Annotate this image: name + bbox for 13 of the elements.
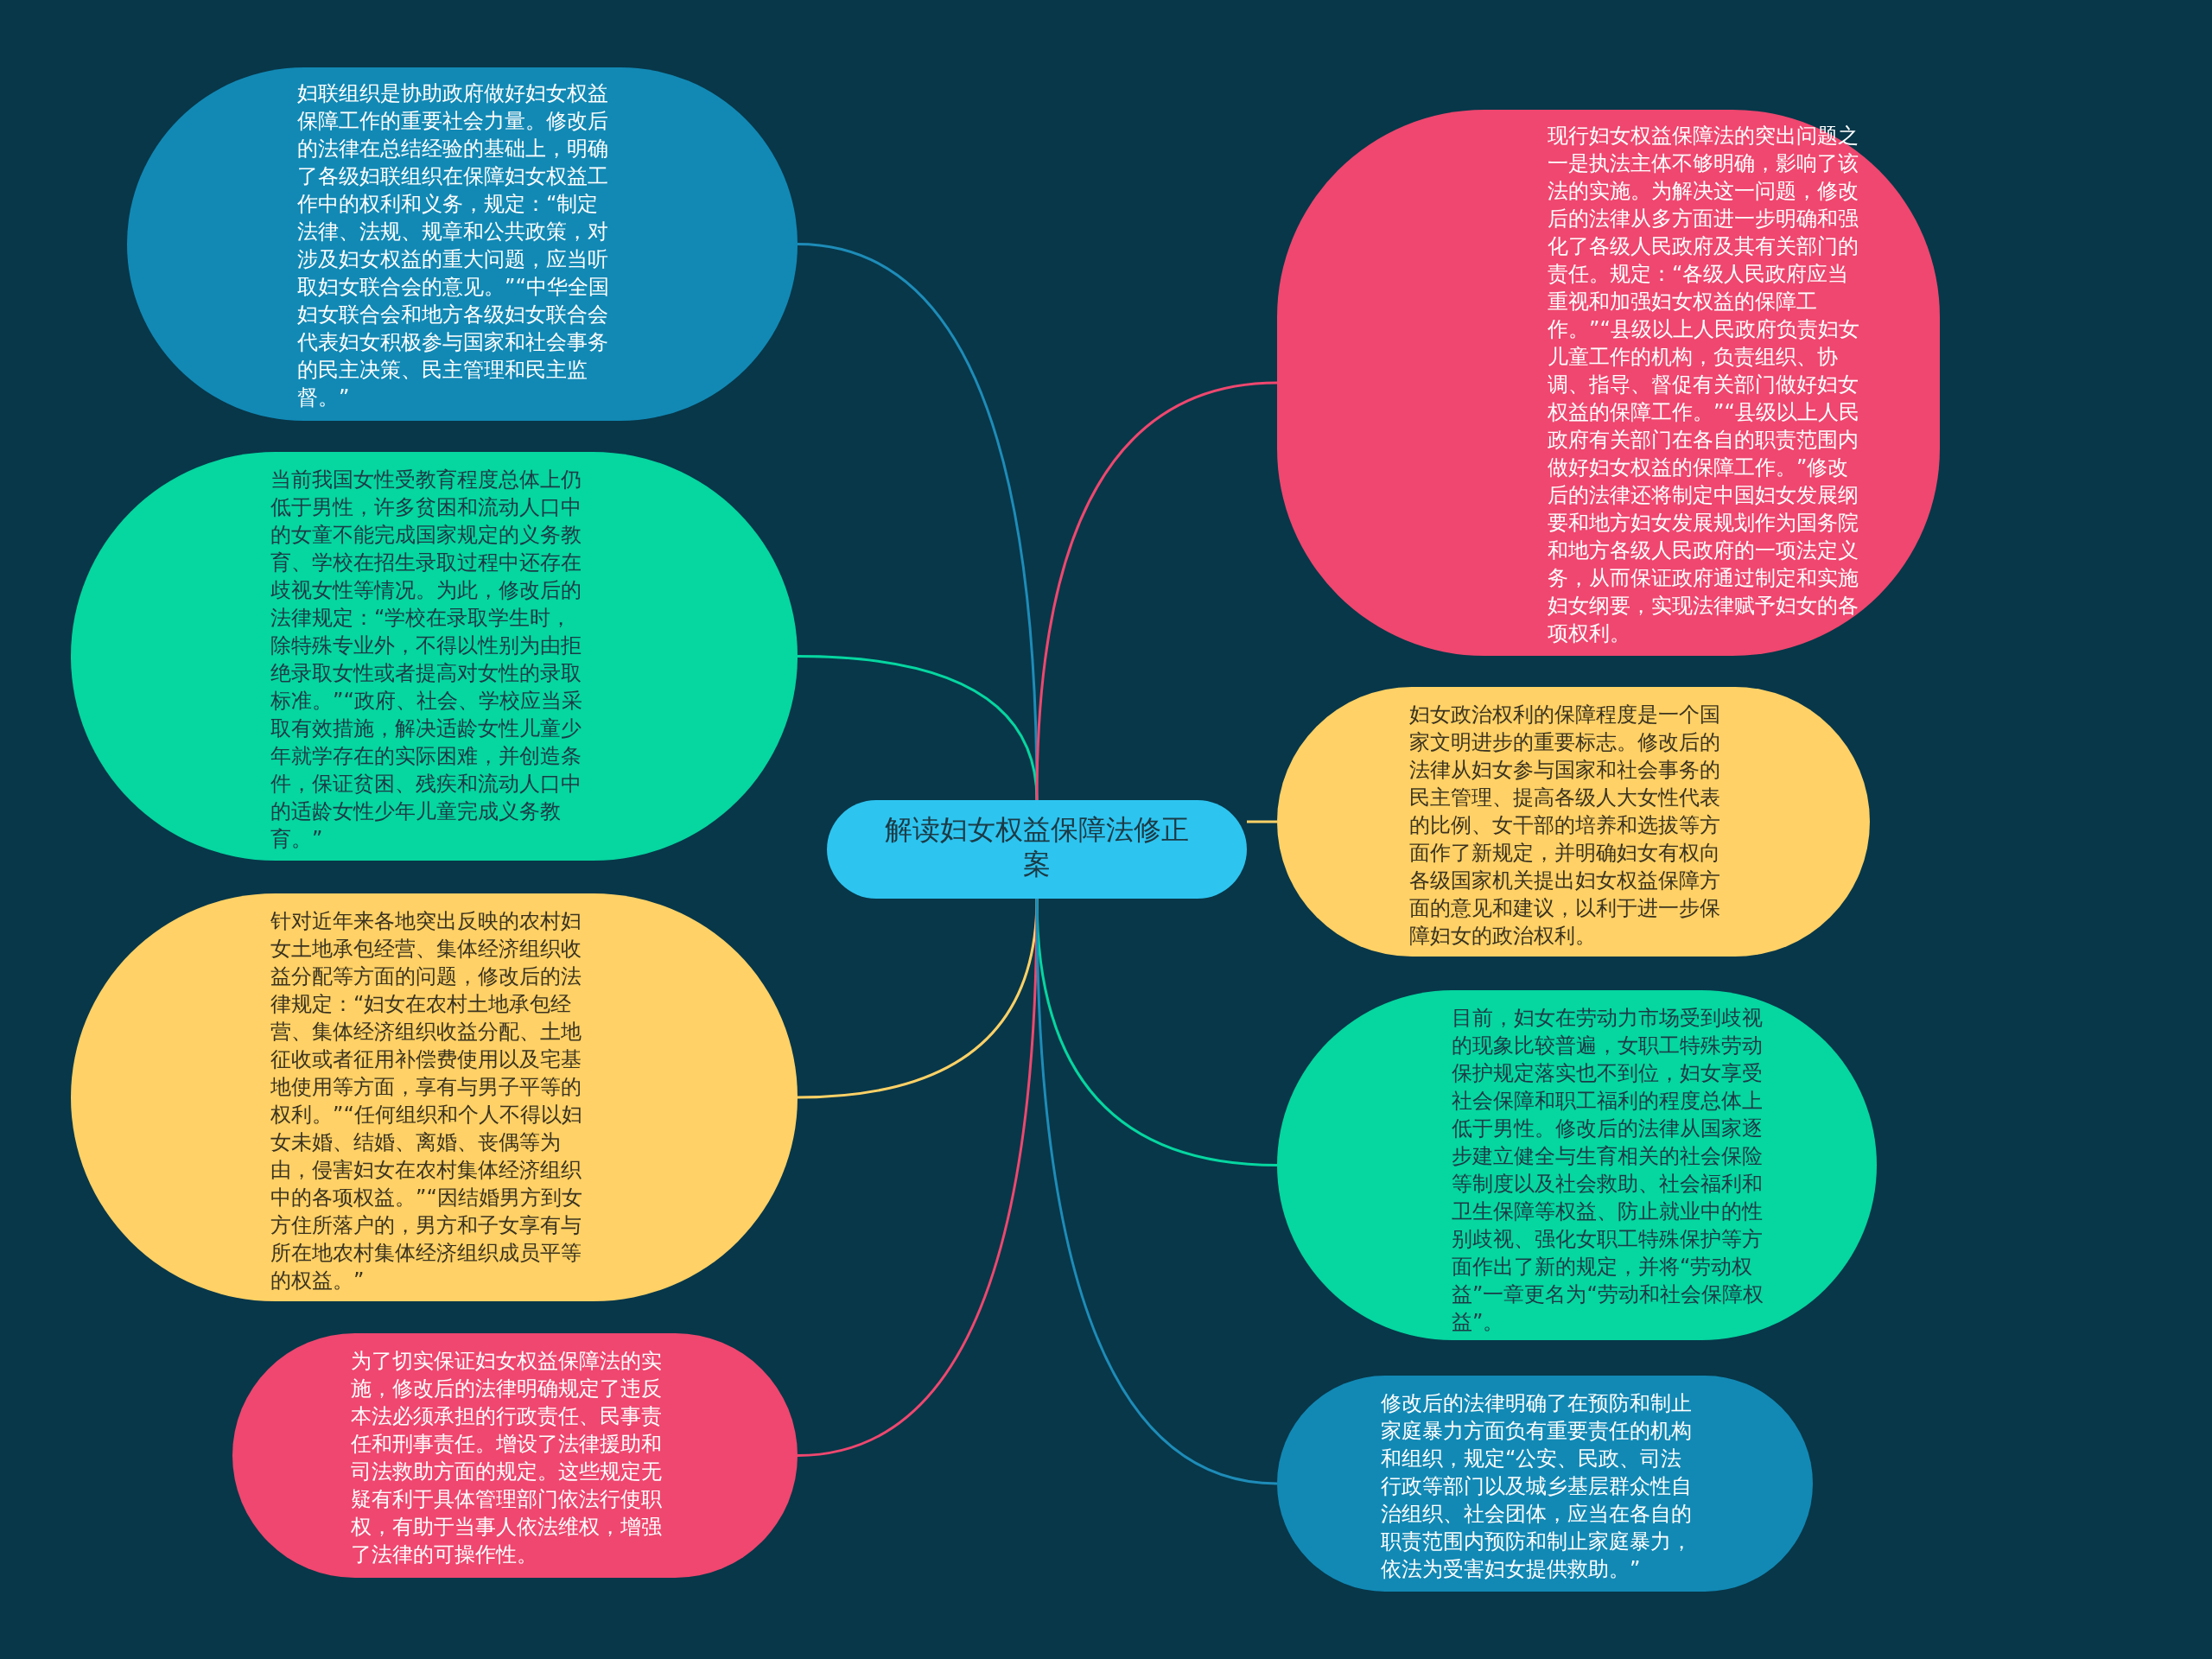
topic-bubble: 修改后的法律明确了在预防和制止家庭暴力方面负有重要责任的机构和组织，规定“公安、民政、司法行政等部门以及城乡基层群众性自治组织、社会团体，应当在各自的职责范围内预防和制止家庭暴力，依法为受害妇女提供救助。” (1277, 1376, 1813, 1592)
topic-bubble: 目前，妇女在劳动力市场受到歧视的现象比较普遍，女职工特殊劳动保护规定落实也不到位，妇女享受社会保障和职工福利的程度总体上低于男性。修改后的法律从国家逐步建立健全与生育相关的社会保险等制度以及社会救助、社会福利和卫生保障等权益、防止就业中的性别歧视、强化女职工特殊保护等方面作出了新的规定，并将“劳动权益”一章更名为“劳动和社会保障权益”。 (1277, 990, 1877, 1340)
central-topic: 解读妇女权益保障法修正案 (827, 800, 1247, 899)
connector-line (1035, 898, 1278, 1485)
connector-line (797, 898, 1039, 1457)
topic-bubble: 妇联组织是协助政府做好妇女权益保障工作的重要社会力量。修改后的法律在总结经验的基础上，明确了各级妇联组织在保障妇女权益工作中的权利和义务，规定：“制定法律、法规、规章和公共政策，对涉及妇女权益的重大问题，应当听取妇女联合会的意见。”“中华全国妇女联合会和地方各级妇女联合会代表妇女积极参与国家和社会事务的民主决策、民主管理和民主监督。” (127, 67, 798, 421)
topic-bubble: 为了切实保证妇女权益保障法的实施，修改后的法律明确规定了违反本法必须承担的行政责任、民事责任和刑事责任。增设了法律援助和司法救助方面的规定。这些规定无疑有利于具体管理部门依法行使职权，有助于当事人依法维权，增强了法律的可操作性。 (232, 1333, 798, 1578)
connector-line (797, 655, 1039, 801)
topic-bubble: 妇女政治权利的保障程度是一个国家文明进步的重要标志。修改后的法律从妇女参与国家和社会事务的民主管理、提高各级人大女性代表的比例、女干部的培养和选拔等方面作了新规定，并明确妇女有权向各级国家机关提出妇女权益保障方面的意见和建议，以利于进一步保障妇女的政治权利。 (1277, 687, 1870, 957)
connector-line (1035, 381, 1278, 801)
topic-bubble: 针对近年来各地突出反映的农村妇女土地承包经营、集体经济组织收益分配等方面的问题，修改后的法律规定：“妇女在农村土地承包经营、集体经济组织收益分配、土地征收或者征用补偿费使用以及宅基地使用等方面，享有与男子平等的权利。”“任何组织和个人不得以妇女未婚、结婚、离婚、丧偶等为由，侵害妇女在农村集体经济组织中的各项权益。”“因结婚男方到女方住所落户的，男方和子女享有与所在地农村集体经济组织成员平等的权益。” (71, 893, 798, 1301)
connector-line (1247, 820, 1277, 823)
topic-bubble: 当前我国女性受教育程度总体上仍低于男性，许多贫困和流动人口中的女童不能完成国家规定的义务教育、学校在招生录取过程中还存在歧视女性等情况。为此，修改后的法律规定：“学校在录取学生时，除特殊专业外，不得以性别为由拒绝录取女性或者提高对女性的录取标准。”“政府、社会、学校应当采取有效措施，解决适龄女性儿童少年就学存在的实际困难，并创造条件，保证贫困、残疾和流动人口中的适龄女性少年儿童完成义务教育。” (71, 452, 798, 861)
